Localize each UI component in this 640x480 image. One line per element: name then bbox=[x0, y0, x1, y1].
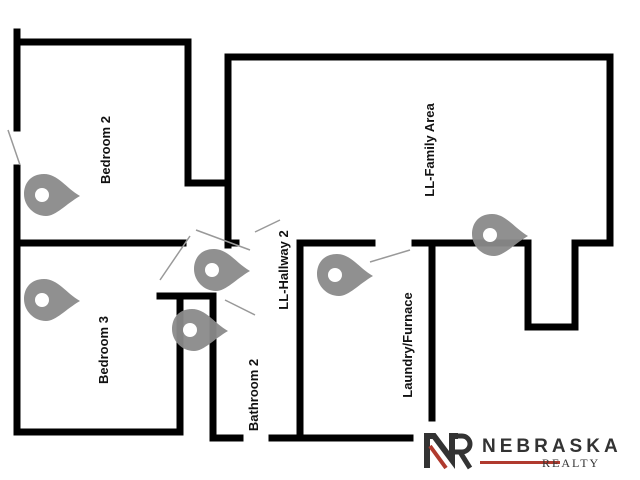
pin-hallway-a-icon[interactable] bbox=[194, 249, 250, 291]
pin-bedroom2-icon[interactable] bbox=[24, 174, 80, 216]
logo-sub: REALTY bbox=[542, 456, 601, 470]
room-label-bedroom3: Bedroom 3 bbox=[96, 316, 111, 384]
pin-laundry-icon[interactable] bbox=[317, 254, 373, 296]
pin-bedroom3-icon[interactable] bbox=[24, 279, 80, 321]
room-label-family: LL-Family Area bbox=[422, 103, 437, 197]
room-label-bathroom: Bathroom 2 bbox=[246, 359, 261, 431]
nebraska-realty-logo: NEBRASKA REALTY bbox=[424, 432, 634, 472]
pin-family-icon[interactable] bbox=[472, 214, 528, 256]
nr-logo-mark-icon bbox=[424, 433, 473, 470]
room-label-hallway: LL-Hallway 2 bbox=[276, 230, 291, 309]
logo-name: NEBRASKA bbox=[482, 436, 622, 457]
door-swings bbox=[7, 129, 411, 316]
room-label-laundry: Laundry/Furnace bbox=[400, 292, 415, 397]
logo-underline bbox=[480, 461, 560, 464]
pin-hallway-b-icon[interactable] bbox=[172, 309, 228, 351]
room-label-bedroom2: Bedroom 2 bbox=[98, 116, 113, 184]
